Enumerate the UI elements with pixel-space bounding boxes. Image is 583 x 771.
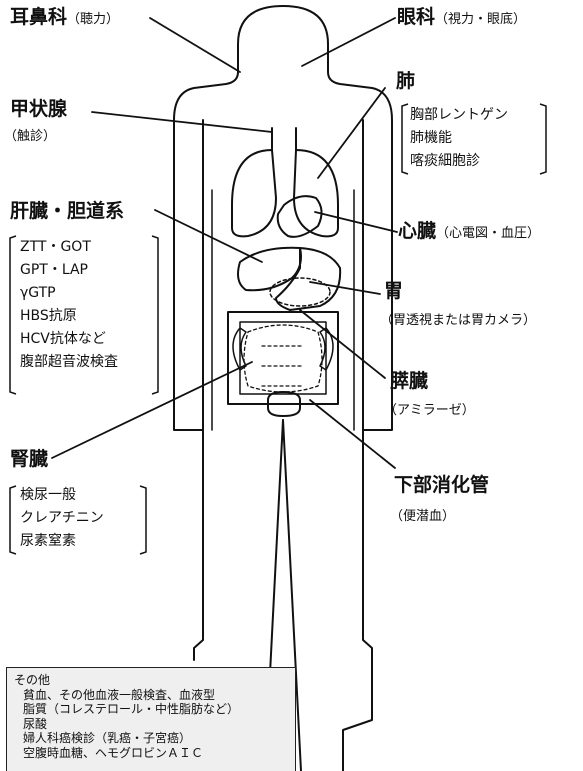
other-item: 尿酸 (23, 716, 48, 731)
intestine-detail: （便潜血） (390, 509, 456, 524)
other-item: 空腹時血糖、ヘモグロビンＡＩＣ (23, 745, 204, 760)
lung-title: 肺 (396, 70, 416, 92)
lung-right (293, 149, 339, 238)
kidney-title: 腎臓 (10, 448, 49, 470)
bracket-kidney-right (139, 485, 147, 555)
lung-item: 喀痰細胞診 (410, 153, 480, 169)
liver-list: ZTT・GOT GPT・LAP γGTP HBS抗原 HCV抗体など 腹部超音波… (20, 236, 118, 374)
leader-pancreas (299, 309, 386, 379)
liver-item: HCV抗体など (20, 331, 106, 347)
liver-item: γGTP (20, 285, 56, 301)
leader-lines (51, 17, 398, 469)
eye-title: 眼科 (397, 6, 436, 28)
ear-detail: （聴力） (67, 12, 120, 27)
eye-label: 眼科（視力・眼底） (397, 8, 526, 27)
leader-ear (149, 17, 241, 73)
body-outline (173, 5, 393, 771)
liver-item: ZTT・GOT (20, 239, 91, 255)
bracket-lung-left (401, 103, 409, 175)
bladder-outline (267, 391, 301, 417)
other-item: 婦人科癌検診（乳癌・子宮癌） (23, 731, 192, 745)
lung-list: 胸部レントゲン 肺機能 喀痰細胞診 (410, 104, 508, 173)
ear-title: 耳鼻科 (10, 6, 68, 28)
kidney-item: 検尿一般 (20, 487, 76, 503)
liver-item: GPT・LAP (20, 262, 88, 278)
kidney-right (319, 327, 334, 371)
other-item: 脂質（コレステロール・中性脂肪など） (23, 702, 240, 716)
liver-item: 腹部超音波検査 (20, 354, 118, 370)
leader-intestine (309, 399, 396, 469)
heart-detail: （心電図・血圧） (436, 226, 541, 241)
leader-stomach (309, 281, 381, 295)
heart-outline (276, 195, 323, 238)
leader-liver (154, 209, 263, 263)
kidney-item: クレアチニン (20, 510, 104, 526)
kidney-list: 検尿一般 クレアチニン 尿素窒素 (20, 484, 104, 553)
leader-eye (301, 17, 396, 67)
bracket-kidney-left (9, 485, 17, 555)
leader-thyroid (91, 111, 273, 133)
intestine-dashed (243, 324, 323, 393)
stomach-title: 胃 (384, 280, 404, 302)
intestine-inner (239, 321, 327, 395)
bracket-liver-left (9, 235, 17, 395)
stomach-outline (275, 247, 342, 311)
thyroid-title: 甲状腺 (10, 98, 68, 120)
thyroid-detail: （触診） (4, 129, 57, 144)
bracket-lung-right (539, 103, 547, 175)
other-title: その他 (14, 673, 51, 687)
liver-title: 肝臓・胆道系 (10, 200, 125, 222)
stomach-dashed (269, 277, 331, 307)
other-item: 貧血、その他血液一般検査、血液型 (23, 687, 216, 702)
kidney-left (232, 327, 247, 371)
heart-title: 心臓 (398, 220, 437, 242)
leader-lung (317, 87, 386, 179)
pancreas-detail: （アミラーゼ） (384, 403, 475, 418)
thyroid-outline (271, 127, 297, 151)
list-brackets (9, 103, 547, 555)
ear-label: 耳鼻科（聴力） (10, 8, 119, 27)
bracket-liver-right (151, 235, 159, 395)
liver-item: HBS抗原 (20, 308, 77, 324)
eye-detail: （視力・眼底） (435, 12, 527, 27)
lung-item: 胸部レントゲン (410, 107, 508, 123)
heart-label: 心臓（心電図・血圧） (398, 222, 540, 241)
leader-heart (314, 211, 398, 233)
lung-item: 肺機能 (410, 130, 452, 146)
kidney-item: 尿素窒素 (20, 533, 76, 549)
intestine-title: 下部消化管 (394, 474, 490, 496)
leader-kidney (51, 361, 253, 459)
leg-line-right (282, 419, 302, 771)
lung-left (231, 149, 277, 238)
stomach-detail: （胃透視または胃カメラ） (380, 313, 537, 328)
other-tests-box: その他 貧血、その他血液一般検査、血液型 脂質（コレステロール・中性脂肪など） … (6, 667, 296, 771)
pancreas-title: 膵臓 (390, 370, 429, 392)
